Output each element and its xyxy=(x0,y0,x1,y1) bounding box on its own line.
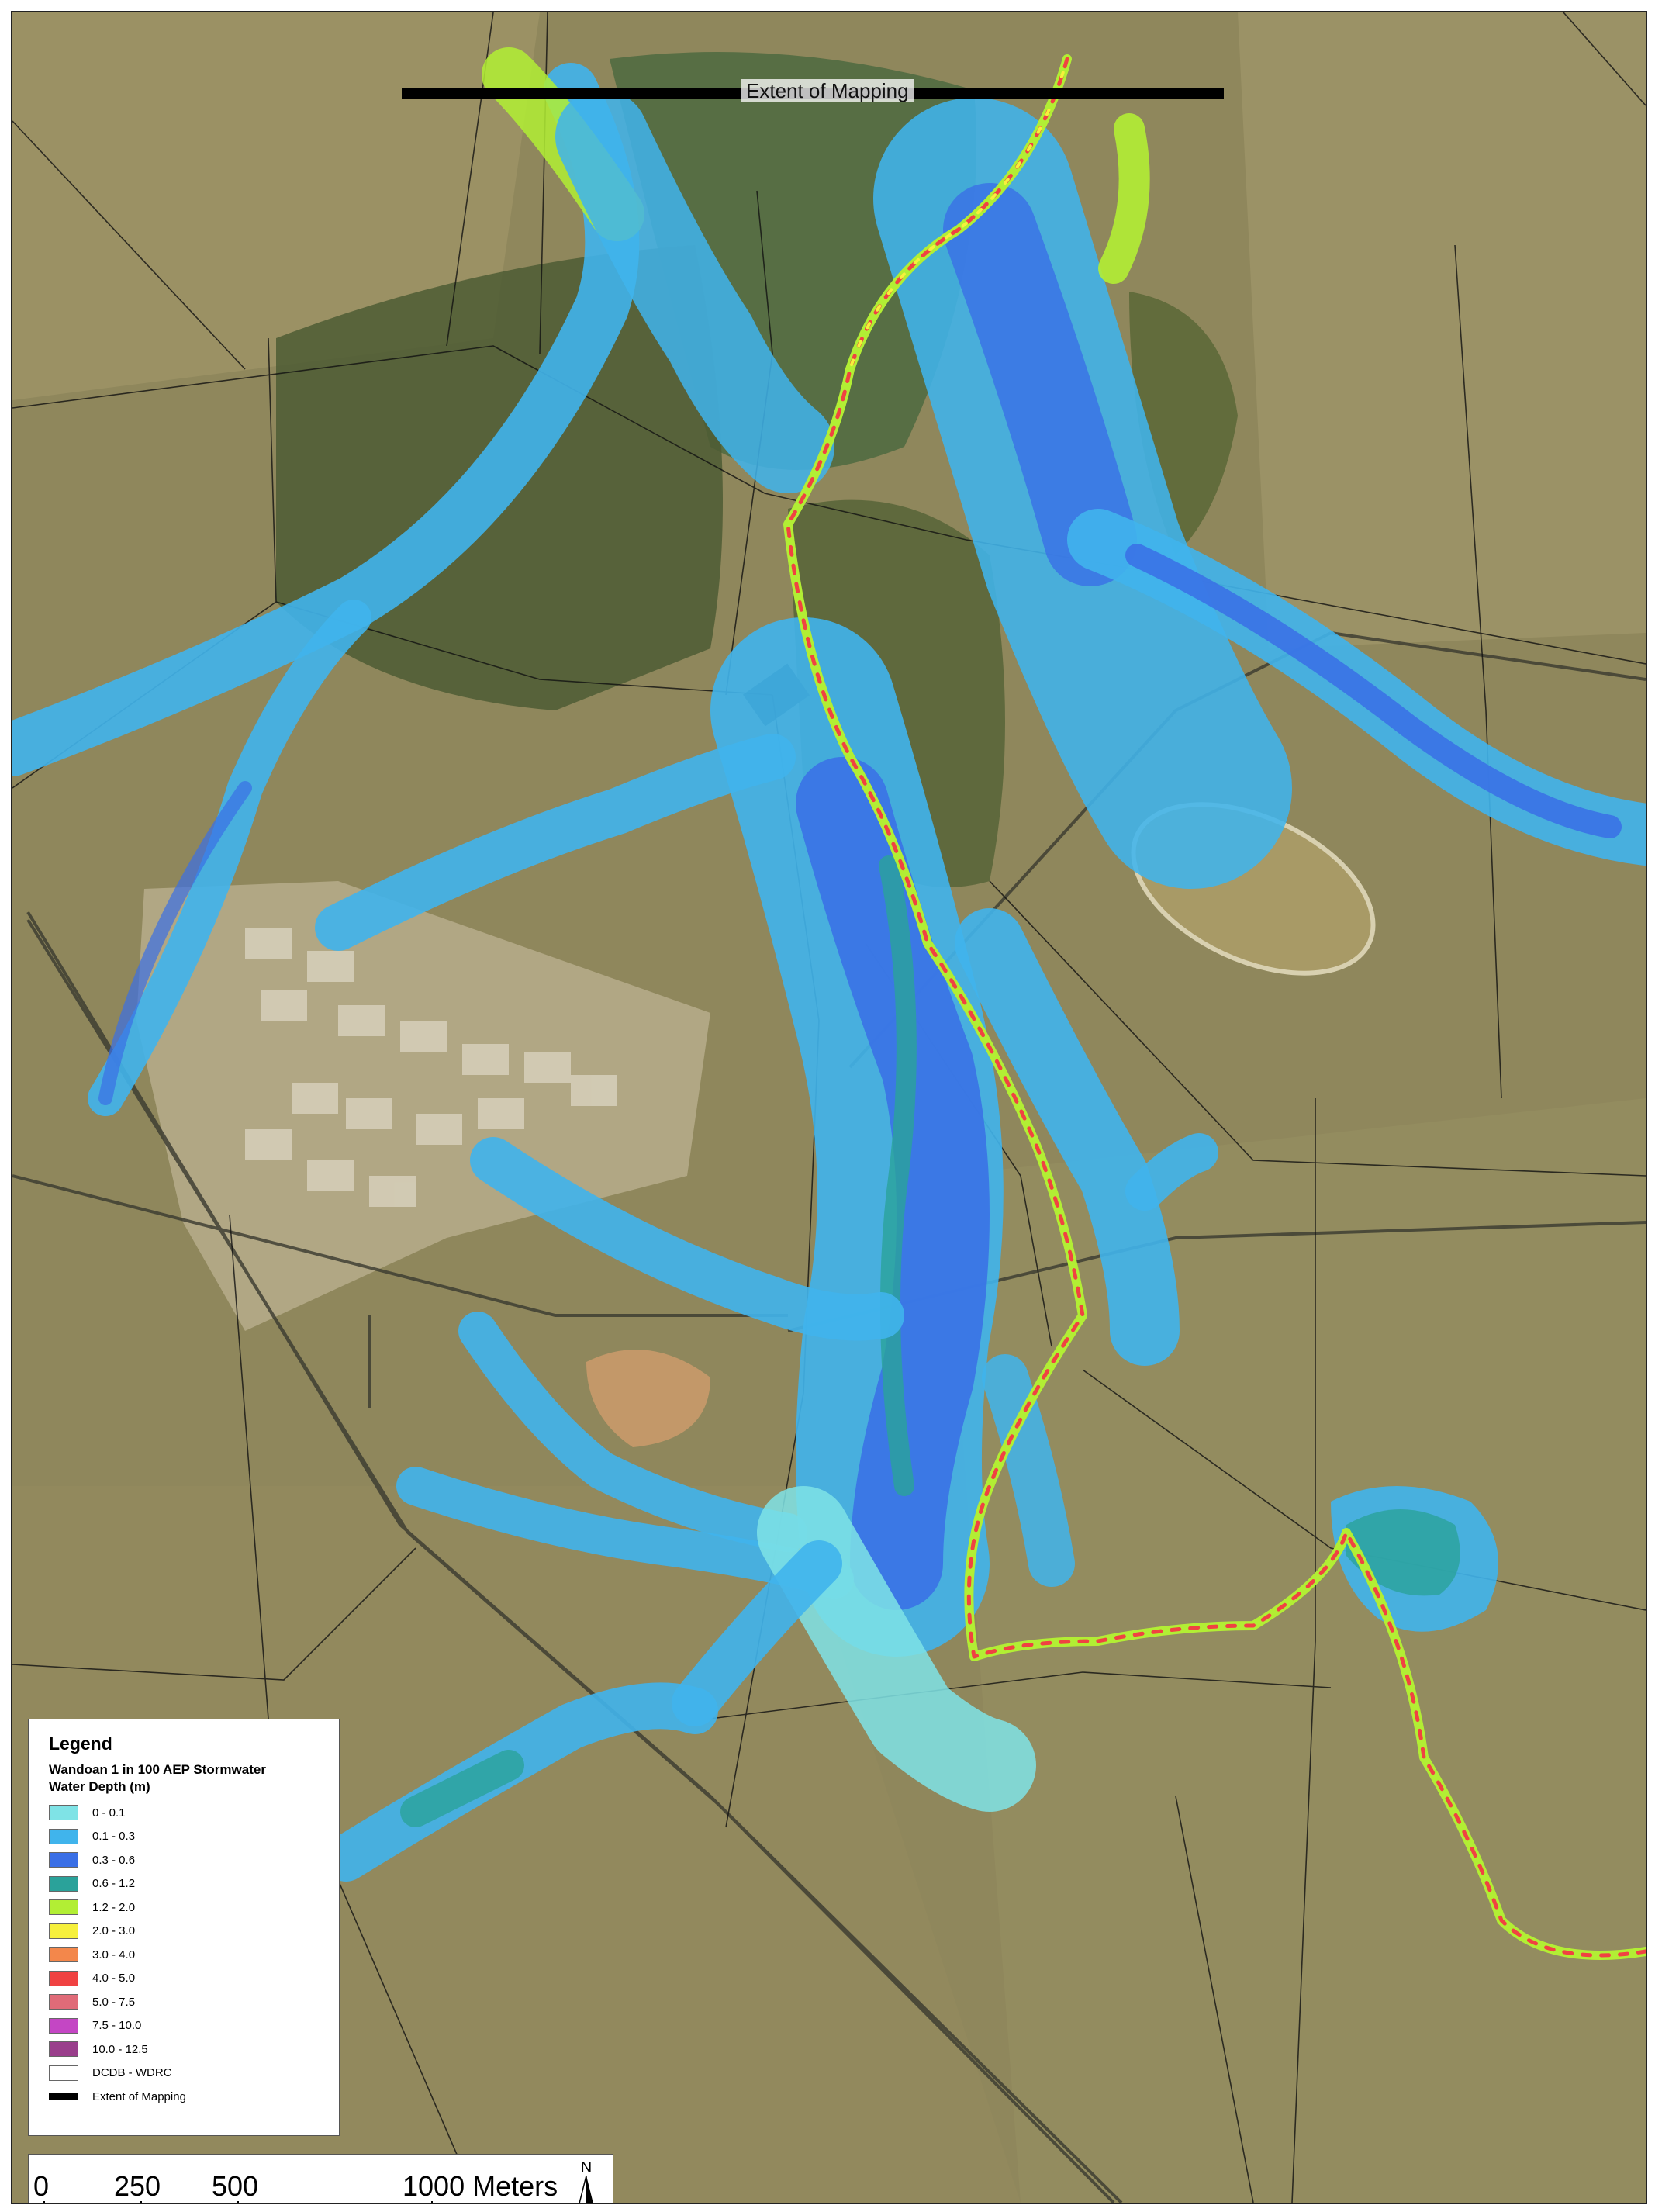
legend-label-dcdb: DCDB - WDRC xyxy=(92,2066,172,2080)
legend-label-depth: 3.0 - 4.0 xyxy=(92,1948,136,1961)
north-arrow: N xyxy=(569,2157,603,2203)
depth-swatch xyxy=(49,1899,78,1916)
legend-title: Legend xyxy=(49,1733,112,1754)
legend-row-depth: 0 - 0.1 xyxy=(49,1801,328,1825)
farmland-east xyxy=(1238,12,1646,648)
depth-swatch xyxy=(49,1970,78,1986)
legend-row-dcdb: DCDB - WDRC xyxy=(49,2062,328,2086)
scale-label-1000: 1000 Meters xyxy=(403,2170,558,2202)
north-arrow-icon: N xyxy=(579,2159,593,2203)
creek-thalweg xyxy=(783,54,1646,1960)
legend-depth-classes: 0 - 0.1 0.1 - 0.3 0.3 - 0.6 0.6 - 1.2 1.2 - … xyxy=(49,1801,328,2062)
legend-row-depth: 1.2 - 2.0 xyxy=(49,1896,328,1920)
legend-label-depth: 5.0 - 7.5 xyxy=(92,1995,136,2009)
legend-row-depth: 0.3 - 0.6 xyxy=(49,1848,328,1872)
depth-swatch xyxy=(49,1852,78,1868)
map-frame: Extent of Mapping Legend Wandoan 1 in 10… xyxy=(11,11,1647,2204)
flood-southwest xyxy=(323,1682,718,1882)
scale-label-0: 0 xyxy=(33,2170,50,2202)
legend-label-extent: Extent of Mapping xyxy=(92,2089,186,2103)
depth-swatch xyxy=(49,1994,78,2010)
legend-row-depth: 5.0 - 7.5 xyxy=(49,1990,328,2014)
legend-label-depth: 10.0 - 12.5 xyxy=(92,2042,148,2056)
legend-row-depth: 0.6 - 1.2 xyxy=(49,1872,328,1896)
scale-label-500: 500 xyxy=(212,2170,259,2202)
depth-swatch xyxy=(49,1923,78,1939)
roads xyxy=(12,631,1646,2203)
north-label: N xyxy=(581,2159,592,2176)
legend-label-depth: 7.5 - 10.0 xyxy=(92,2019,142,2033)
legend-label-depth: 1.2 - 2.0 xyxy=(92,1900,136,1914)
legend-row-depth: 3.0 - 4.0 xyxy=(49,1943,328,1967)
depth-swatch xyxy=(49,2017,78,2034)
legend-label-depth: 2.0 - 3.0 xyxy=(92,1924,136,1938)
legend-row-depth: 2.0 - 3.0 xyxy=(49,1920,328,1944)
depth-swatch xyxy=(49,2041,78,2058)
cadastral-boundaries xyxy=(12,12,1646,2203)
terrain-se xyxy=(943,1098,1646,2203)
flood-extent xyxy=(12,47,1646,1882)
flood-south-spread xyxy=(757,1486,1036,1812)
legend-row-depth: 0.1 - 0.3 xyxy=(49,1825,328,1849)
legend-depth-heading: Water Depth (m) xyxy=(49,1779,150,1794)
dcdb-swatch xyxy=(49,2065,78,2081)
legend-subtitle: Wandoan 1 in 100 AEP Stormwater xyxy=(49,1762,266,1777)
depth-swatch xyxy=(49,1805,78,1821)
extent-swatch xyxy=(49,2093,78,2100)
legend-label-depth: 0.6 - 1.2 xyxy=(92,1877,136,1891)
town-blocks xyxy=(245,928,617,1207)
flood-east-channel xyxy=(955,908,1180,1366)
legend-row-extent: Extent of Mapping xyxy=(49,2085,328,2109)
scale-ticks xyxy=(43,2201,433,2203)
legend-row-depth: 4.0 - 5.0 xyxy=(49,1967,328,1991)
scale-label-250: 250 xyxy=(114,2170,161,2202)
depth-swatch xyxy=(49,1875,78,1892)
legend-label-depth: 0.3 - 0.6 xyxy=(92,1853,136,1867)
legend-label-depth: 0.1 - 0.3 xyxy=(92,1830,136,1844)
legend-row-depth: 10.0 - 12.5 xyxy=(49,2037,328,2062)
legend-label-depth: 4.0 - 5.0 xyxy=(92,1972,136,1986)
legend-row-depth: 7.5 - 10.0 xyxy=(49,2014,328,2038)
depth-swatch xyxy=(49,1828,78,1844)
depth-swatch xyxy=(49,1947,78,1963)
flood-town-arm xyxy=(315,734,796,951)
legend-panel: Legend Wandoan 1 in 100 AEP Stormwater W… xyxy=(28,1719,340,2136)
legend-label-depth: 0 - 0.1 xyxy=(92,1806,126,1820)
quarry xyxy=(586,1350,710,1447)
scale-bar: 0 250 500 1000 Meters xyxy=(28,2154,613,2203)
extent-of-mapping-label: Extent of Mapping xyxy=(741,79,914,102)
